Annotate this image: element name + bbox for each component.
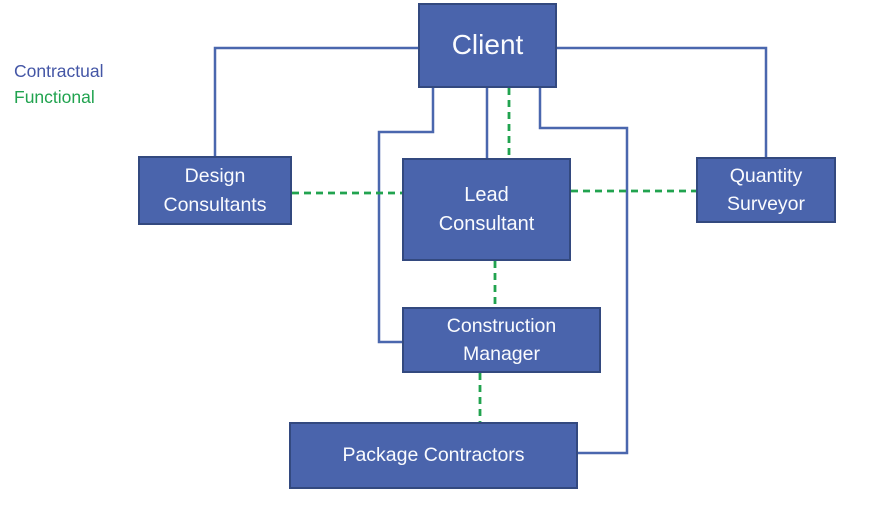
node-quantity-surveyor: Quantity Surveyor bbox=[696, 157, 836, 223]
node-quantity-surveyor-label: Quantity Surveyor bbox=[726, 164, 806, 215]
legend-item-functional: Functional bbox=[14, 87, 95, 107]
node-lead-consultant: Lead Consultant bbox=[402, 158, 571, 261]
node-design-consultants-label: Design Consultants bbox=[163, 165, 267, 216]
node-design-consultants: Design Consultants bbox=[138, 156, 292, 225]
node-construction-manager: Construction Manager bbox=[402, 307, 601, 373]
node-package-contractors-label: Package Contractors bbox=[342, 444, 525, 467]
node-client: Client bbox=[418, 3, 557, 88]
node-client-label: Client bbox=[451, 29, 524, 61]
edge-client-design-consultants-contractual bbox=[213, 46, 418, 156]
edge-client-package-contractors-contractual bbox=[538, 88, 629, 455]
node-package-contractors: Package Contractors bbox=[289, 422, 578, 489]
node-construction-manager-label: Construction Manager bbox=[446, 314, 557, 365]
edge-client-quantity-surveyor-contractual bbox=[557, 46, 768, 157]
legend-item-contractual: Contractual bbox=[14, 61, 104, 81]
node-lead-consultant-label: Lead Consultant bbox=[438, 183, 535, 235]
edge-client-construction-manager-contractual bbox=[377, 88, 435, 344]
legend: Contractual Functional bbox=[14, 58, 104, 110]
